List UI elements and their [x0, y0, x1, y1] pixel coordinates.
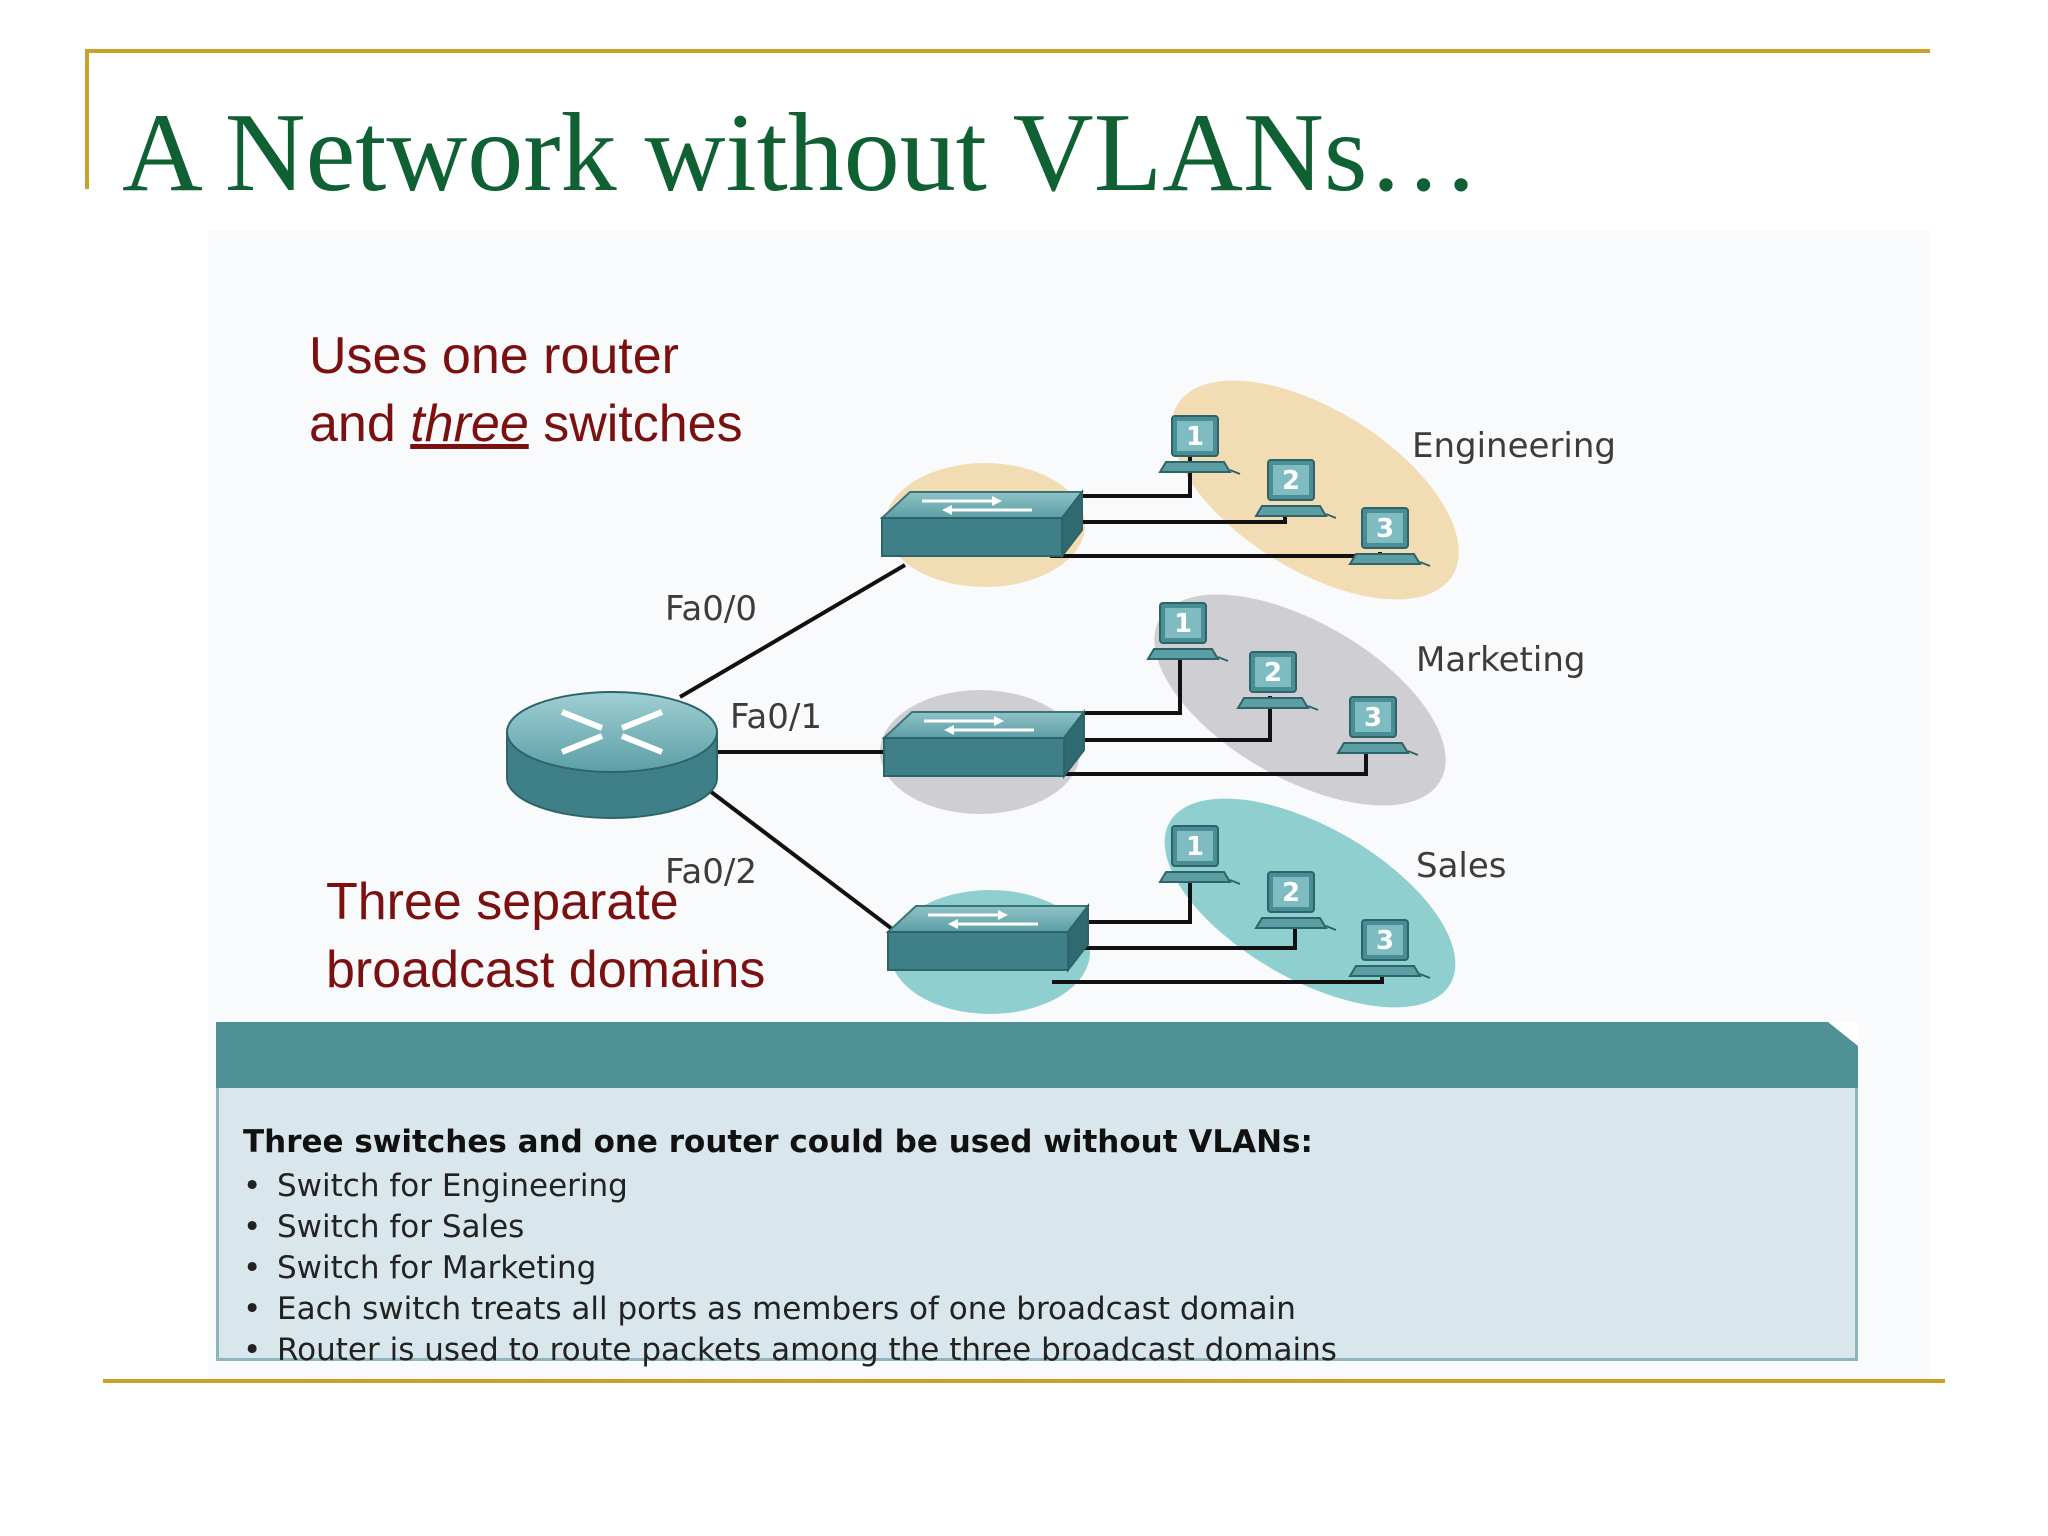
info-bullet: •Switch for Marketing	[243, 1250, 597, 1286]
interface-label-fa0-1: Fa0/1	[730, 697, 822, 737]
callout-broadcast-domains: Three separate broadcast domains	[326, 868, 765, 1004]
slide-title: A Network without VLANs…	[122, 91, 1480, 215]
emphasis-three: three	[410, 395, 529, 453]
marketing-cable-2	[1078, 696, 1272, 742]
marketing-pc-1-number: 1	[1174, 609, 1192, 639]
callout-line-3: Three separate	[326, 873, 679, 931]
sales-switch	[886, 904, 1090, 972]
sales-pc-1-number: 1	[1186, 832, 1204, 862]
sales-pc-3-number: 3	[1376, 926, 1394, 956]
sales-cable-1	[1080, 880, 1192, 924]
info-heading: Three switches and one router could be u…	[243, 1124, 1313, 1160]
marketing-cable-1	[1078, 648, 1182, 715]
engineering-switch	[880, 490, 1084, 558]
engineering-pc-2-number: 2	[1282, 466, 1300, 496]
callout-router-switches: Uses one router and three switches	[309, 322, 743, 458]
info-bullet: •Router is used to route packets among t…	[243, 1332, 1337, 1368]
link-fa0-2	[704, 786, 902, 937]
info-box-corner	[1828, 1022, 1858, 1046]
group-label-marketing: Marketing	[1416, 640, 1585, 680]
sales-pc-2-number: 2	[1282, 878, 1300, 908]
top-rule	[85, 49, 1930, 53]
marketing-pc-3-number: 3	[1364, 703, 1382, 733]
interface-label-fa0-0: Fa0/0	[665, 589, 757, 629]
router	[506, 691, 718, 819]
info-box: Three switches and one router could be u…	[216, 1022, 1858, 1368]
callout-line-4: broadcast domains	[326, 941, 766, 999]
sales-cable-2	[1080, 928, 1297, 950]
info-bullet-list: •Switch for Engineering •Switch for Sale…	[243, 1166, 1337, 1371]
interface-label-fa0-2: Fa0/2	[665, 852, 757, 892]
group-label-sales: Sales	[1416, 846, 1507, 886]
info-box-body: Three switches and one router could be u…	[216, 1088, 1858, 1368]
marketing-pc-2-number: 2	[1264, 658, 1282, 688]
engineering-pc-1-number: 1	[1186, 422, 1204, 452]
callout-line-2: and three switches	[309, 395, 743, 453]
info-bullet: •Switch for Engineering	[243, 1168, 628, 1204]
group-label-engineering: Engineering	[1412, 426, 1616, 466]
left-rule	[85, 49, 89, 189]
info-box-header	[216, 1022, 1858, 1088]
info-bullet: •Switch for Sales	[243, 1209, 525, 1245]
engineering-pc-3-number: 3	[1376, 514, 1394, 544]
info-bullet: •Each switch treats all ports as members…	[243, 1291, 1296, 1327]
callout-line-1: Uses one router	[309, 327, 679, 385]
marketing-switch	[882, 710, 1086, 778]
bottom-rule	[103, 1379, 1945, 1383]
link-fa0-0	[678, 563, 907, 699]
